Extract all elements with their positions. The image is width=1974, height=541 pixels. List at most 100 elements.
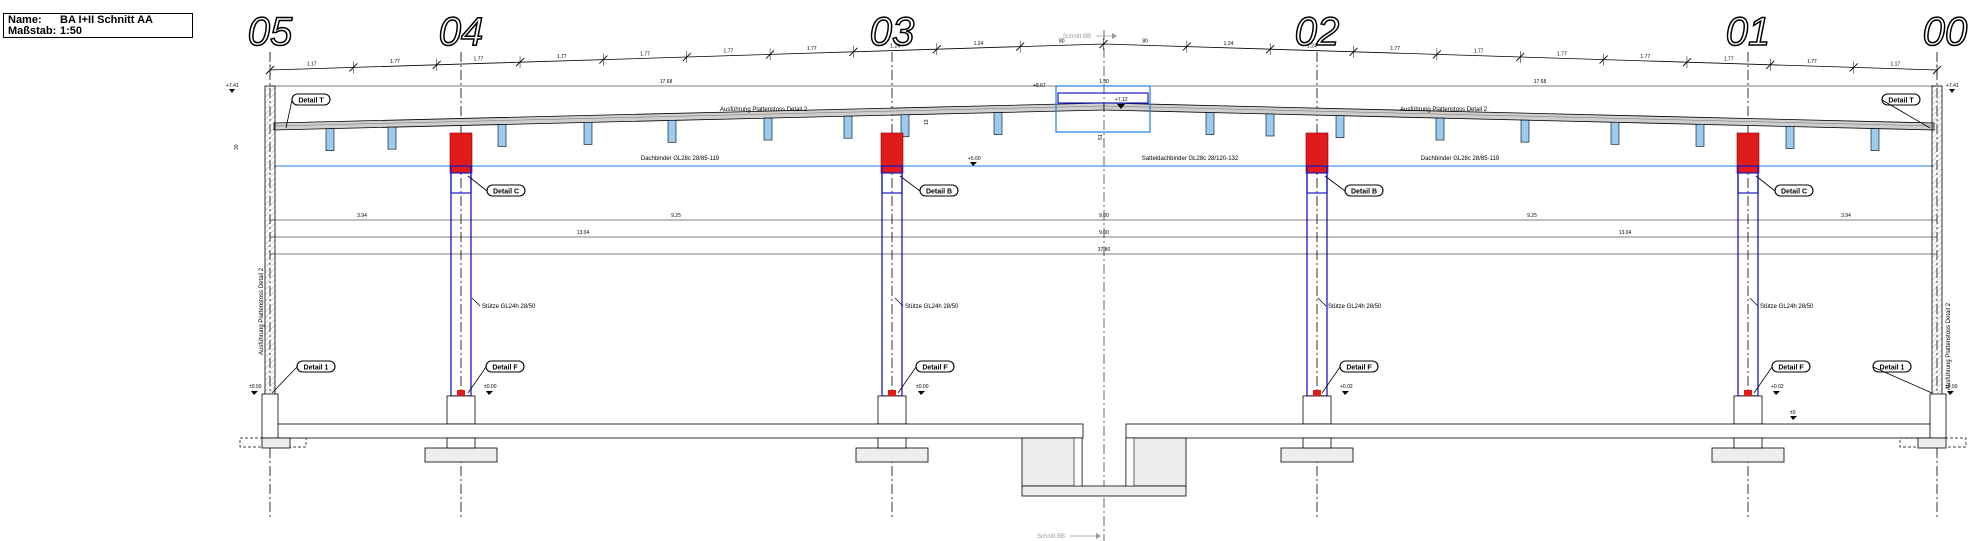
footing-neck <box>1302 437 1332 449</box>
footing <box>855 447 929 463</box>
purlin <box>497 124 507 147</box>
detail-tag-1-left: Detail 1 <box>271 360 336 394</box>
column-head-connection <box>1736 132 1760 174</box>
detail-tag-f-01: Detail F <box>1753 360 1811 394</box>
purlin <box>993 112 1003 135</box>
dim-row1-e: 3.94 <box>1841 213 1851 219</box>
purlin <box>1785 126 1795 149</box>
title-block: Name:BA I+II Schnitt AA Maßstab:1:50 <box>3 13 193 38</box>
beam-label-right: Dachbinder GL28c 28/85-119 <box>1421 156 1500 162</box>
section-marker-bottom-label: Schnitt BB <box>1037 534 1065 540</box>
column-head-connection <box>449 132 473 174</box>
section-marker-top-label: Schnitt BB <box>1063 34 1091 40</box>
detail-tag-b-left-label: Detail B <box>926 189 952 196</box>
level-ridge-b: +7.12 <box>1115 97 1128 103</box>
level-mid: +5.60 <box>968 156 981 162</box>
purlin <box>583 122 593 145</box>
section-marker-bottom: Schnitt BB <box>1037 533 1101 540</box>
purlin <box>763 117 773 141</box>
dim-row3: 37.80 <box>1098 247 1111 253</box>
panel-label-right: Ausführung Plattenstoss Detail 2 <box>1400 107 1488 113</box>
column-head-connection <box>1305 132 1329 174</box>
small-dim-left: 30 <box>234 144 240 150</box>
detail-tag-1-left-label: Detail 1 <box>304 365 329 372</box>
scale-label: Maßstab: <box>8 25 57 37</box>
column-base-plate <box>1744 390 1752 396</box>
column-base-plate <box>457 390 465 396</box>
roof-spacing-label: 1.24 <box>890 44 900 50</box>
column-base-plate <box>888 390 896 396</box>
columns <box>446 132 1763 425</box>
roof-spacing-label: 1.77 <box>1390 46 1400 52</box>
name-value: BA I+II Schnitt AA <box>60 14 153 26</box>
purlin <box>843 115 853 139</box>
beam-label-left: Dachbinder GL28c 28/85-119 <box>641 156 720 162</box>
level-eave-left: +7.41 <box>226 83 239 89</box>
roof-spacing-label: 1.77 <box>1807 59 1817 65</box>
level-ridge-a: +8.67 <box>1033 83 1046 89</box>
wall-left <box>264 85 276 397</box>
roof-spacing-label: 1.77 <box>724 49 734 55</box>
column-base <box>1302 395 1332 425</box>
purlin <box>1435 117 1445 141</box>
dim-row-2: 13.04 9.00 13.04 <box>270 230 1937 238</box>
level-floor-04: ±0.00 <box>484 384 497 390</box>
footing-neck <box>1733 437 1763 449</box>
dim-row1-d: 9.25 <box>1527 213 1537 219</box>
axis-label-03: 03 <box>870 10 915 54</box>
roof-slab-left <box>273 102 1105 131</box>
footing <box>424 447 498 463</box>
dim-row-1: 3.94 9.25 9.00 9.25 3.94 <box>270 213 1937 221</box>
column-base <box>1733 395 1763 425</box>
detail-tag-t-left-label: Detail T <box>298 98 324 105</box>
purlin <box>1610 122 1620 145</box>
roof-spacing-label: 1.24 <box>1307 43 1317 49</box>
dim-row-3: 37.80 <box>270 247 1937 255</box>
dim-row1-c: 9.00 <box>1099 213 1109 219</box>
small-dim-mid: 13 <box>924 119 930 125</box>
purlin <box>1335 115 1345 138</box>
axis-label-05: 05 <box>248 10 293 54</box>
level-floor-left: ±0.00 <box>249 384 262 390</box>
detail-tag-f-04: Detail F <box>467 360 525 394</box>
purlin <box>667 120 677 143</box>
beam-label-middle: Satteldachbinder GL28c 28/120-132 <box>1142 156 1239 162</box>
detail-tag-t-left: Detail T <box>285 93 331 129</box>
axis-label-01: 01 <box>1726 10 1771 54</box>
detail-tag-f-03-label: Detail F <box>922 365 948 372</box>
purlin <box>1265 113 1275 137</box>
dim-row2-b: 9.00 <box>1099 230 1109 236</box>
footing <box>1280 447 1354 463</box>
dim-row1-a: 3.94 <box>357 213 367 219</box>
footing-neck <box>446 437 476 449</box>
detail-tag-1-right-label: Detail 1 <box>1880 365 1905 372</box>
axis-label-02: 02 <box>1295 10 1340 54</box>
purlin <box>1520 119 1530 143</box>
column-base <box>446 395 476 425</box>
column-label-02: Stütze GL24h 28/50 <box>1328 304 1382 310</box>
detail-tag-f-01-label: Detail F <box>1778 365 1804 372</box>
roof-spacing-label: 1.77 <box>474 57 484 63</box>
detail-tag-b-left: Detail B <box>899 175 959 197</box>
roof-spacing-label: 1.77 <box>1640 54 1650 60</box>
purlin <box>325 128 335 151</box>
detail-tag-t-right: Detail T <box>1881 93 1931 129</box>
detail-tag-c-right: Detail C <box>1755 175 1814 197</box>
detail-tag-b-right: Detail B <box>1324 175 1384 197</box>
floor-slab <box>239 393 1967 497</box>
detail-tags: Detail T Detail T Detail C Detail C Detail B… <box>271 93 1933 394</box>
level-floor-right: ±0.00 <box>1945 384 1958 390</box>
roof-spacing-label: 1.17 <box>307 62 317 68</box>
purlin <box>387 126 397 150</box>
level-eave-right: +7.41 <box>1946 83 1959 89</box>
axis-label-04: 04 <box>439 10 484 54</box>
detail-tag-f-04-label: Detail F <box>492 365 518 372</box>
detail-tag-t-right-label: Detail T <box>1888 98 1914 105</box>
panel-label-left: Ausführung Plattenstoss Detail 2 <box>720 107 808 113</box>
roof-spacing-label: 1.77 <box>557 54 567 60</box>
wall-right <box>1931 85 1943 397</box>
detail-tag-c-left-label: Detail C <box>493 189 519 196</box>
dim-row1-b: 9.25 <box>671 213 681 219</box>
